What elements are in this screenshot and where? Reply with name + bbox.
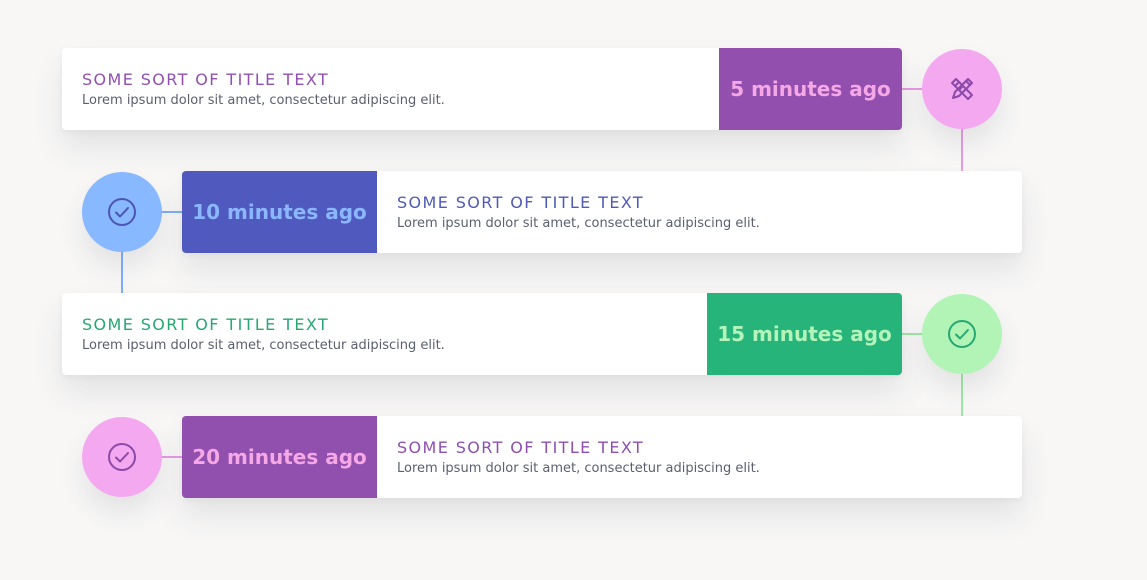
check-circle-icon — [922, 294, 1002, 374]
card-description: Lorem ipsum dolor sit amet, consectetur … — [397, 216, 760, 231]
timeline-card[interactable]: 10 minutes ago SOME SORT OF TITLE TEXT L… — [182, 171, 1022, 253]
timestamp-badge: 15 minutes ago — [707, 293, 902, 375]
card-title: SOME SORT OF TITLE TEXT — [397, 438, 645, 457]
card-title: SOME SORT OF TITLE TEXT — [82, 70, 330, 89]
card-description: Lorem ipsum dolor sit amet, consectetur … — [82, 338, 445, 353]
card-description: Lorem ipsum dolor sit amet, consectetur … — [82, 93, 445, 108]
timestamp-badge: 10 minutes ago — [182, 171, 377, 253]
card-title: SOME SORT OF TITLE TEXT — [82, 315, 330, 334]
connector-line — [160, 211, 182, 213]
connector-line — [902, 88, 924, 90]
timeline-card[interactable]: 20 minutes ago SOME SORT OF TITLE TEXT L… — [182, 416, 1022, 498]
timestamp-badge: 20 minutes ago — [182, 416, 377, 498]
check-circle-icon — [82, 417, 162, 497]
connector-line — [121, 251, 123, 293]
check-circle-icon — [82, 172, 162, 252]
connector-line — [961, 373, 963, 416]
card-title: SOME SORT OF TITLE TEXT — [397, 193, 645, 212]
card-content: SOME SORT OF TITLE TEXT Lorem ipsum dolo… — [62, 48, 682, 130]
card-content: SOME SORT OF TITLE TEXT Lorem ipsum dolo… — [62, 293, 682, 375]
connector-line — [902, 333, 924, 335]
timeline-card[interactable]: SOME SORT OF TITLE TEXT Lorem ipsum dolo… — [62, 48, 902, 130]
card-content: SOME SORT OF TITLE TEXT Lorem ipsum dolo… — [377, 416, 997, 498]
timeline-card[interactable]: SOME SORT OF TITLE TEXT Lorem ipsum dolo… — [62, 293, 902, 375]
connector-line — [160, 456, 182, 458]
card-content: SOME SORT OF TITLE TEXT Lorem ipsum dolo… — [377, 171, 997, 253]
pencil-ruler-icon — [922, 49, 1002, 129]
card-description: Lorem ipsum dolor sit amet, consectetur … — [397, 461, 760, 476]
timestamp-badge: 5 minutes ago — [719, 48, 902, 130]
connector-line — [961, 128, 963, 171]
